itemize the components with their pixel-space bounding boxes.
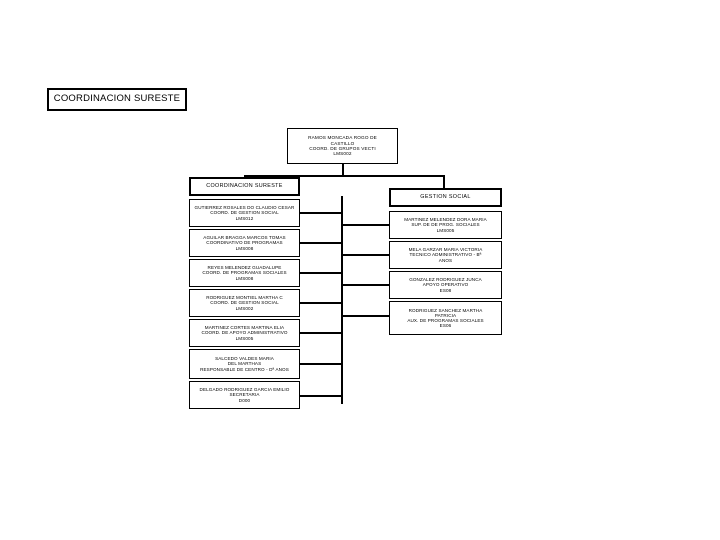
person-right-2-line-3: ANOS (438, 257, 453, 263)
person-box-right-3: GONZALEZ RODRIGUEZ JUNCA APOYO OPERATIVO… (389, 271, 502, 299)
person-left-2-line-2: COORDINATIVO DE PROGRAMAS (206, 240, 283, 246)
person-left-4-line-3: LMS002 (235, 305, 254, 311)
connector-right-spine (341, 224, 343, 316)
person-right-1-line-3: LMS005 (436, 227, 455, 233)
person-right-1-line-1: MARTINEZ MELENDEZ DORA MARIA (404, 217, 487, 223)
person-box-right-4: RODRIGUEZ SANCHEZ MARTHA PATRICIA AUX. D… (389, 301, 502, 335)
person-left-5-line-1: MARTINEZ CORTES MARTINA ELIA (204, 325, 285, 331)
person-box-right-1: MARTINEZ MELENDEZ DORA MARIA SUP. DE DE … (389, 211, 502, 239)
person-left-5-line-2: COORD. DE APOYO ADMINISTRATIVO (201, 330, 288, 336)
person-box-left-2: AGUILAR BRAGGA MARCOS TOMAS COORDINATIVO… (189, 229, 300, 257)
connector-left-branch-5 (300, 332, 342, 334)
person-left-7-line-1: DELGADO RODRIGUEZ GARCIA EMILIO (199, 387, 290, 393)
connector-left-branch-1 (300, 212, 342, 214)
connector-right-branch-1 (341, 224, 389, 226)
person-left-3-line-1: REYES MELENDEZ GUADALUPE (207, 265, 282, 271)
person-left-4-line-2: COORD. DE GESTION SOCIAL (210, 300, 279, 306)
person-left-1-line-2: COORD. DE GESTION SOCIAL (210, 210, 279, 216)
person-left-6-line-1: SALCEDO VALDES MARIA (215, 356, 274, 362)
person-box-left-1: GUTIERREZ ROSALES DO CLAUDIO CESAR COORD… (189, 199, 300, 227)
person-right-2-line-1: MELA GARZAR MARIA VICTORIA (408, 247, 483, 253)
person-left-1-line-1: GUTIERREZ ROSALES DO CLAUDIO CESAR (194, 205, 295, 211)
person-right-3-line-2: APOYO OPERATIVO (422, 282, 469, 288)
connector-root-bus (244, 175, 444, 177)
dept-header-label-left: COORDINACION SURESTE (206, 183, 283, 190)
person-left-5-line-3: LMS005 (235, 335, 254, 341)
person-left-6-line-3: RESPONSABLE DE CENTRO - Dª ANOS (200, 366, 289, 372)
person-right-3-line-1: GONZALEZ RODRIGUEZ JUNCA (409, 277, 482, 283)
person-box-left-4: RODRIGUEZ MONTIEL MARTHA C COORD. DE GES… (189, 289, 300, 317)
root-line-3: COORD. DE GRUPOS VECTI (309, 146, 376, 151)
connector-right-branch-2 (341, 254, 389, 256)
connector-left-branch-7 (300, 395, 342, 397)
dept-header-gestion-social: GESTION SOCIAL (389, 188, 502, 207)
connector-left-branch-2 (300, 242, 342, 244)
person-box-left-6: SALCEDO VALDES MARIA DEL MARTHAS RESPONS… (189, 349, 300, 379)
person-box-left-3: REYES MELENDEZ GUADALUPE COORD. DE PROGR… (189, 259, 300, 287)
page-title-box: COORDINACION SURESTE (47, 88, 187, 111)
person-box-right-2: MELA GARZAR MARIA VICTORIA TECNICO ADMIN… (389, 241, 502, 269)
person-right-1-line-2: SUP. DE DE PROG. SOCIALES (411, 222, 480, 228)
person-box-left-7: DELGADO RODRIGUEZ GARCIA EMILIO SECRETAR… (189, 381, 300, 409)
connector-right-branch-4 (341, 315, 389, 317)
person-left-7-line-3: D000 (238, 397, 251, 403)
person-left-2-line-3: LMS008 (235, 245, 254, 251)
person-right-4-line-2: PATRICIA (434, 312, 457, 318)
person-left-2-line-1: AGUILAR BRAGGA MARCOS TOMAS (203, 235, 286, 241)
connector-root-stem (342, 164, 344, 176)
root-line-1: RAMOS MONCADA ROGO DE (308, 135, 377, 141)
person-left-6-line-2: DEL MARTHAS (227, 361, 262, 367)
connector-left-branch-3 (300, 272, 342, 274)
connector-right-dept-stem (443, 175, 445, 189)
connector-left-branch-6 (300, 363, 342, 365)
connector-left-branch-4 (300, 302, 342, 304)
root-node-box: RAMOS MONCADA ROGO DE CASTILLO COORD. DE… (287, 128, 398, 164)
root-line-4: LMS002 (333, 151, 352, 157)
dept-header-label-right: GESTION SOCIAL (420, 194, 471, 201)
person-left-1-line-3: LMS012 (235, 215, 254, 221)
person-right-4-line-1: RODRIGUEZ SANCHEZ MARTHA (408, 307, 483, 313)
page-title: COORDINACION SURESTE (53, 94, 181, 105)
person-left-3-line-3: LMS008 (235, 275, 254, 281)
person-box-left-5: MARTINEZ CORTES MARTINA ELIA COORD. DE A… (189, 319, 300, 347)
person-left-4-line-1: RODRIGUEZ MONTIEL MARTHA C (206, 295, 283, 301)
person-right-4-line-4: ES06 (439, 323, 452, 329)
person-right-2-line-2: TECNICO ADMINISTRATIVO - Bª (409, 252, 482, 258)
connector-right-branch-3 (341, 284, 389, 286)
person-left-3-line-2: COORD. DE PROGRAMAS SOCIALES (202, 270, 287, 276)
person-right-3-line-3: ES08 (439, 287, 452, 293)
dept-header-coordinacion-sureste: COORDINACION SURESTE (189, 177, 300, 196)
person-right-4-line-3: AUX. DE PROGRAMAS SOCIALES (407, 318, 484, 323)
root-line-2: CASTILLO (330, 140, 355, 146)
person-left-7-line-2: SECRETARIA (229, 392, 260, 398)
